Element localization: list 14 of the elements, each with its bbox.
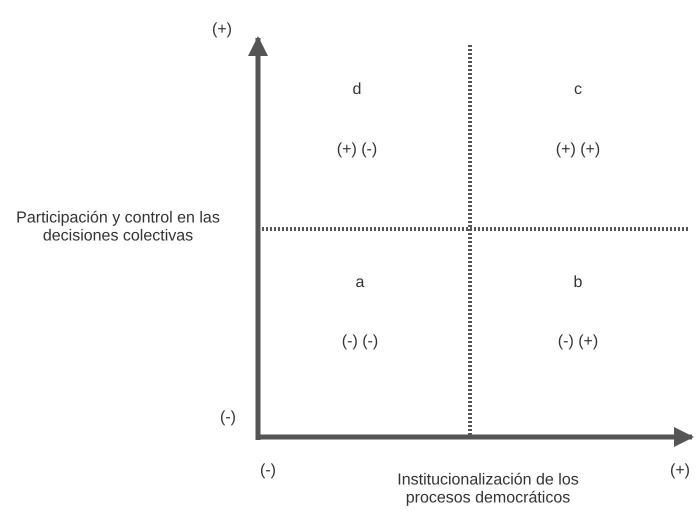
- quadrant-signs: (-) (+): [558, 332, 598, 352]
- axis-end-label: (+): [212, 20, 232, 40]
- quadrant-signs: (+) (-): [336, 140, 378, 160]
- axis-title: Participación y control en las decisiones colectivas: [15, 210, 221, 246]
- axis-end-label: (-): [220, 408, 236, 428]
- axis-end-label: (-): [260, 462, 276, 480]
- axis-title: Institucionalización de los procesos democráticos: [396, 472, 580, 508]
- quadrant-letter: a: [356, 274, 364, 292]
- quadrant-letter: d: [352, 80, 362, 100]
- quadrant-signs: (-) (-): [342, 332, 378, 352]
- quadrant-letter: b: [574, 274, 582, 292]
- quadrant-letter: c: [574, 80, 582, 100]
- axis-end-label: (+): [670, 462, 690, 480]
- quadrant-signs: (+) (+): [556, 140, 600, 160]
